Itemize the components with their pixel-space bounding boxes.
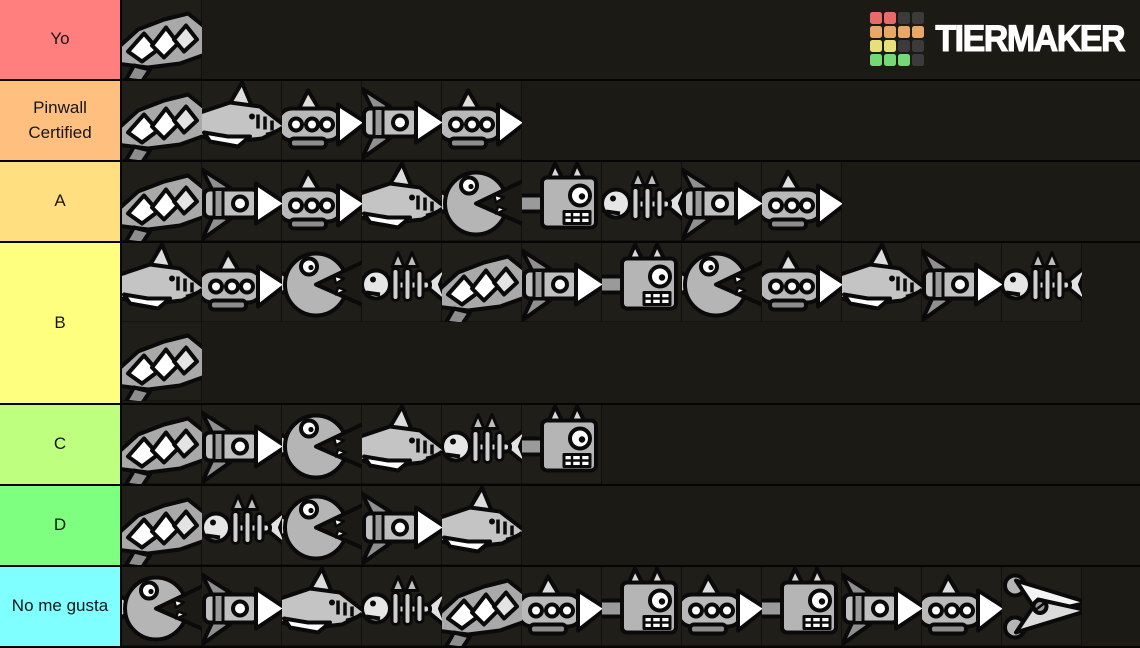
logo-grid-cell: [870, 12, 883, 24]
tier-label-text: B: [54, 312, 66, 332]
gd-ship-icon[interactable]: [1002, 243, 1082, 322]
gd-ship-icon[interactable]: [522, 243, 602, 322]
gd-ship-icon[interactable]: [442, 567, 522, 646]
gd-ship-icon[interactable]: [362, 243, 442, 322]
tier-row-items: [122, 486, 1140, 565]
tier-label-text: D: [53, 515, 67, 535]
gd-ship-icon[interactable]: [122, 162, 202, 241]
gd-ship-icon[interactable]: [442, 486, 522, 565]
logo-grid-cell: [870, 54, 883, 66]
gd-ship-icon[interactable]: [922, 567, 1002, 646]
logo-grid-cell: [912, 26, 925, 38]
gd-ship-icon[interactable]: [282, 162, 362, 241]
tier-row: C: [0, 405, 1140, 486]
tier-label[interactable]: No me gusta: [0, 567, 122, 646]
tier-label[interactable]: Yo: [0, 0, 122, 79]
gd-ship-icon[interactable]: [522, 405, 602, 484]
gd-ship-icon[interactable]: [362, 486, 442, 565]
tier-row-items: [122, 0, 1140, 79]
tier-label[interactable]: D: [0, 486, 122, 565]
gd-ship-icon[interactable]: [762, 162, 842, 241]
gd-ship-icon[interactable]: [602, 243, 682, 322]
gd-ship-icon[interactable]: [202, 405, 282, 484]
tier-row-items: [122, 162, 1140, 241]
gd-ship-icon[interactable]: [122, 243, 202, 322]
gd-ship-icon[interactable]: [1002, 567, 1082, 646]
logo-grid-cell: [898, 54, 911, 66]
tier-row: Pinwall Certified: [0, 81, 1140, 162]
gd-ship-icon[interactable]: [122, 567, 202, 646]
tier-row-items: [122, 567, 1140, 646]
tier-row: A: [0, 162, 1140, 243]
gd-ship-icon[interactable]: [842, 243, 922, 322]
gd-ship-icon[interactable]: [682, 243, 762, 322]
tier-label-text: C: [53, 434, 67, 454]
gd-ship-icon[interactable]: [122, 322, 202, 401]
logo-grid-cell: [898, 40, 911, 52]
gd-ship-icon[interactable]: [362, 81, 442, 160]
gd-ship-icon[interactable]: [522, 162, 602, 241]
gd-ship-icon[interactable]: [362, 567, 442, 646]
logo-grid-cell: [884, 26, 897, 38]
gd-ship-icon[interactable]: [282, 486, 362, 565]
gd-ship-icon[interactable]: [442, 162, 522, 241]
tier-row-items: [122, 81, 1140, 160]
logo-grid-cell: [884, 12, 897, 24]
gd-ship-icon[interactable]: [762, 243, 842, 322]
tiermaker-logo[interactable]: TIERMAKER: [870, 9, 1126, 69]
tier-label[interactable]: B: [0, 243, 122, 403]
gd-ship-icon[interactable]: [282, 81, 362, 160]
gd-ship-icon[interactable]: [202, 486, 282, 565]
gd-ship-icon[interactable]: [602, 567, 682, 646]
gd-ship-icon[interactable]: [442, 405, 522, 484]
logo-grid-cell: [898, 12, 911, 24]
gd-ship-icon[interactable]: [442, 81, 522, 160]
tiermaker-logo-grid-icon: [870, 12, 925, 66]
gd-ship-icon[interactable]: [122, 0, 202, 79]
tier-label[interactable]: A: [0, 162, 122, 241]
logo-grid-cell: [870, 26, 883, 38]
tier-row: Yo: [0, 0, 1140, 81]
gd-ship-icon[interactable]: [842, 567, 922, 646]
gd-ship-icon[interactable]: [282, 567, 362, 646]
gd-ship-icon[interactable]: [762, 567, 842, 646]
tier-label-text: Pinwall Certified: [28, 97, 92, 142]
logo-grid-cell: [912, 54, 925, 66]
logo-grid-cell: [912, 12, 925, 24]
gd-ship-icon[interactable]: [682, 162, 762, 241]
gd-ship-icon[interactable]: [522, 567, 602, 646]
gd-ship-icon[interactable]: [202, 162, 282, 241]
tier-label[interactable]: C: [0, 405, 122, 484]
tiermaker-wordmark: TIERMAKER: [935, 17, 1126, 59]
gd-ship-icon[interactable]: [122, 81, 202, 160]
gd-ship-icon[interactable]: [442, 243, 522, 322]
gd-ship-icon[interactable]: [922, 243, 1002, 322]
tier-label-text: Yo: [50, 29, 70, 49]
gd-ship-icon[interactable]: [282, 243, 362, 322]
logo-grid-cell: [884, 54, 897, 66]
logo-grid-cell: [884, 40, 897, 52]
tier-label-text: No me gusta: [11, 596, 109, 616]
gd-ship-icon[interactable]: [362, 405, 442, 484]
gd-ship-icon[interactable]: [602, 162, 682, 241]
gd-ship-icon[interactable]: [202, 567, 282, 646]
tier-row: B: [0, 243, 1140, 405]
logo-grid-cell: [870, 40, 883, 52]
gd-ship-icon[interactable]: [122, 486, 202, 565]
tier-label[interactable]: Pinwall Certified: [0, 81, 122, 160]
logo-grid-cell: [898, 26, 911, 38]
tier-row-items: [122, 405, 1140, 484]
tier-label-text: A: [54, 191, 66, 211]
gd-ship-icon[interactable]: [282, 405, 362, 484]
gd-ship-icon[interactable]: [362, 162, 442, 241]
gd-ship-icon[interactable]: [682, 567, 762, 646]
logo-grid-cell: [912, 40, 925, 52]
tier-row-items: [122, 243, 1140, 403]
gd-ship-icon[interactable]: [202, 81, 282, 160]
gd-ship-icon[interactable]: [122, 405, 202, 484]
gd-ship-icon[interactable]: [202, 243, 282, 322]
tier-row: D: [0, 486, 1140, 567]
tier-row: No me gusta: [0, 567, 1140, 648]
